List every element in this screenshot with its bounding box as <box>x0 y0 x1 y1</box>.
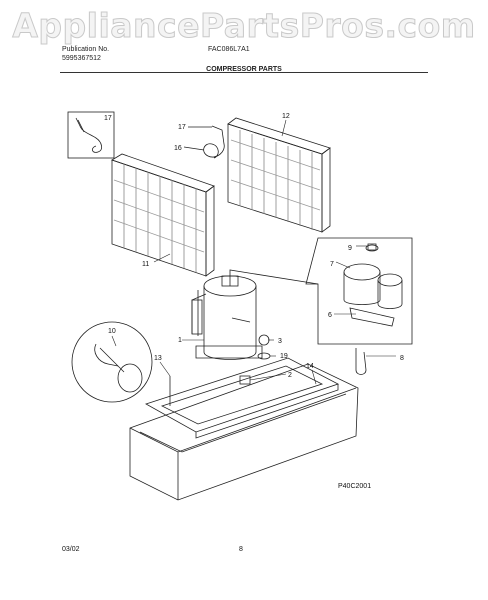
part-14-base-pan <box>129 363 359 501</box>
part-19-washer <box>257 352 271 360</box>
header-rule <box>60 72 428 73</box>
callout-3: 3 <box>278 338 282 345</box>
callout-14: 14 <box>306 363 314 370</box>
footer-date: 03/02 <box>62 546 80 553</box>
leader-lines <box>111 119 396 385</box>
callout-2: 2 <box>288 372 292 379</box>
part-3-grommet <box>258 334 270 346</box>
callout-19: 19 <box>280 353 288 360</box>
callout-9: 9 <box>348 245 352 252</box>
part-11-coil <box>111 153 215 277</box>
callout-17: 17 <box>178 124 186 131</box>
callout-7: 7 <box>330 261 334 268</box>
callout-11: 11 <box>142 261 149 268</box>
callout-17-inset: 17 <box>104 115 112 122</box>
callout-1: 1 <box>178 337 182 344</box>
callout-16: 16 <box>174 145 182 152</box>
section-title: COMPRESSOR PARTS <box>206 66 282 73</box>
model-number: FAC086L7A1 <box>208 46 250 53</box>
diagram-code: P40C2001 <box>338 483 371 490</box>
callout-8: 8 <box>400 355 404 362</box>
part-17-inset <box>67 111 115 159</box>
right-inset-panel <box>305 237 413 375</box>
callout-10: 10 <box>108 328 116 335</box>
part-13-tray <box>145 357 340 439</box>
part-10-inset <box>71 321 153 403</box>
watermark-text: AppliancePartsPros.com <box>12 6 476 46</box>
footer-page: 8 <box>239 546 243 553</box>
part-12-coil <box>227 117 331 233</box>
callout-6: 6 <box>328 312 332 319</box>
callout-12: 12 <box>282 113 290 120</box>
publication-label: Publication No. <box>62 46 110 53</box>
part-1-compressor <box>191 269 319 360</box>
capillary-tube <box>183 125 225 159</box>
callout-13: 13 <box>154 355 162 362</box>
publication-number: 5995367512 <box>62 55 101 62</box>
